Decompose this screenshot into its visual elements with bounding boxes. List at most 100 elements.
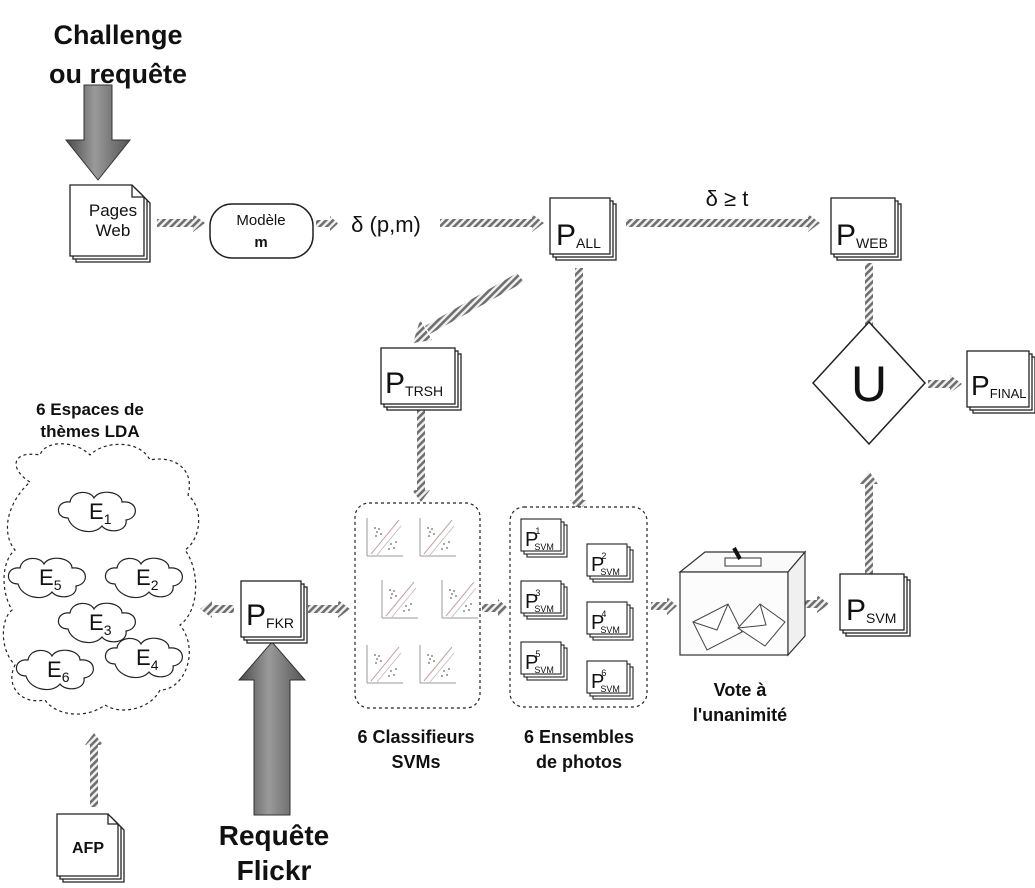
svg-text:PSVM: PSVM (846, 594, 896, 627)
photo-set-sub: SVM (600, 567, 620, 577)
vote-label-line1: Vote à (714, 680, 768, 700)
svg-text:PWEB: PWEB (836, 219, 888, 252)
photo-set-main: P (525, 591, 538, 613)
svg-text:PFINAL: PFINAL (971, 370, 1027, 401)
distance-label: δ (p,m) (351, 212, 421, 237)
union-symbol: U (851, 356, 887, 412)
ballot-box-icon (678, 547, 807, 657)
p-trsh-sub: TRSH (405, 383, 443, 399)
challenge-label-line1: Challenge (53, 20, 182, 50)
arrow-ptrsh-to-classifiers (412, 410, 430, 502)
arrow-pages-to-model (157, 214, 205, 232)
photo-set-sub: SVM (534, 604, 554, 614)
p-trsh-main: P (385, 367, 405, 400)
svm-plot-thumbnail (419, 518, 456, 557)
svg-text:PTRSH: PTRSH (385, 367, 443, 400)
lda-space-cloud-icon (57, 602, 136, 644)
p-trsh-stack (380, 347, 462, 411)
photo-set-sub: SVM (534, 542, 554, 552)
photo-set-sup: 4 (601, 609, 606, 619)
svg-text:E5: E5 (39, 565, 62, 593)
pages-web-label-line1: Pages (89, 201, 137, 220)
afp-label: AFP (72, 840, 104, 857)
photo-set-main: P (591, 612, 604, 634)
photo-set-sup: 5 (535, 649, 540, 659)
lda-space-sub: 5 (54, 577, 62, 593)
svm-plot-thumbnail (419, 645, 456, 684)
svg-text:E2: E2 (136, 565, 159, 593)
threshold-label: δ ≥ t (706, 186, 749, 211)
photo-set-sup: 1 (535, 526, 540, 536)
challenge-input-arrow (64, 84, 132, 181)
lda-space-sub: 1 (104, 511, 112, 527)
photo-sets-label-line2: de photos (536, 752, 622, 772)
p-web-main: P (836, 219, 856, 252)
photo-set-main: P (525, 652, 538, 674)
svm-classifier-plots (366, 518, 478, 684)
svg-text:E4: E4 (136, 645, 159, 673)
afp-document-icon (56, 813, 125, 883)
lda-space-5: E5 (7, 557, 86, 599)
p-all-sub: ALL (576, 235, 601, 251)
model-box (209, 203, 314, 259)
lda-space-sub: 4 (151, 657, 159, 673)
svg-text:E3: E3 (89, 610, 112, 638)
svg-text:E6: E6 (47, 657, 70, 685)
model-label-line1: Modèle (236, 212, 285, 229)
svm-plot-thumbnail (381, 580, 418, 619)
lda-title-line2: thèmes LDA (40, 422, 139, 441)
lda-space-3: E3 (57, 602, 136, 644)
challenge-label-line2: ou requête (49, 59, 187, 89)
lda-space-main: E (89, 610, 104, 635)
pages-web-document-icon (69, 184, 151, 263)
photo-set-main: P (591, 554, 604, 576)
arrow-afp-to-lda (85, 733, 103, 807)
svm-plot-thumbnail (366, 518, 403, 557)
vote-label-line2: l'unanimité (693, 705, 787, 725)
p-web-sub: WEB (856, 235, 888, 251)
lda-space-cloud-icon (7, 557, 86, 599)
pages-web-label-line2: Web (96, 221, 131, 240)
lda-space-sub: 3 (104, 622, 112, 638)
p-web-stack (830, 197, 902, 261)
arrow-union-to-pfinal (928, 375, 962, 393)
arrow-model-to-delta (316, 216, 338, 231)
photo-set-sub: SVM (534, 665, 554, 675)
flickr-label-line2: Flickr (237, 855, 312, 886)
classifiers-label-line1: 6 Classifieurs (357, 727, 474, 747)
flickr-label-line1: Requête (219, 820, 329, 851)
arrow-pall-to-pweb (626, 214, 820, 232)
photo-set-sub: SVM (600, 684, 620, 694)
lda-space-6: E6 (15, 649, 94, 691)
arrow-pfkr-to-classifiers (308, 600, 350, 618)
lda-space-cloud-icon (15, 649, 94, 691)
lda-title-line1: 6 Espaces de (36, 400, 144, 419)
photo-set-sub: SVM (600, 625, 620, 635)
lda-space-sub: 2 (151, 577, 159, 593)
lda-space-1: E1 (57, 491, 136, 533)
union-diamond (811, 320, 927, 446)
photo-set-sup: 6 (601, 668, 606, 678)
p-final-stack (966, 350, 1035, 414)
p-all-main: P (556, 219, 576, 252)
arrow-pall-to-ptrsh (413, 273, 524, 343)
lda-space-main: E (136, 565, 151, 590)
svm-plot-thumbnail (366, 645, 403, 684)
photo-sets-label-line1: 6 Ensembles (524, 727, 634, 747)
p-svm-stack (839, 573, 911, 637)
lda-space-cloud-icon (57, 491, 136, 533)
flickr-input-arrow (237, 641, 307, 816)
p-svm-sub: SVM (866, 610, 896, 626)
arrow-vote-to-psvm (795, 595, 829, 613)
